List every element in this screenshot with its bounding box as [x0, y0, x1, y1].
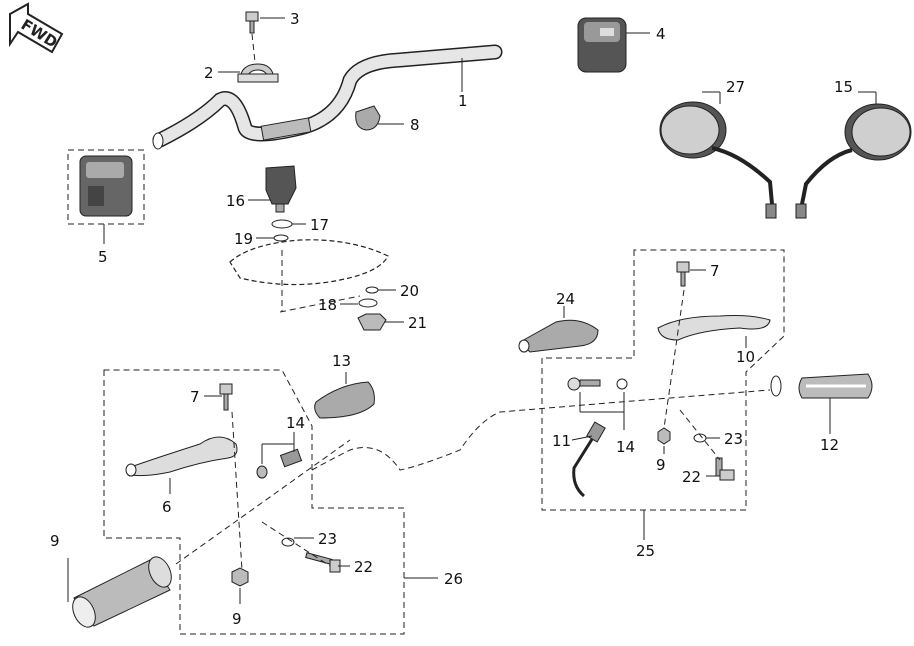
- left-lever-part: [125, 436, 238, 477]
- cable-clip-part: [355, 105, 381, 131]
- callout-3: 3: [290, 10, 300, 28]
- right-grip-part: [770, 373, 873, 399]
- callout-9-left: 9: [50, 532, 60, 550]
- bar-mount-part: [265, 165, 297, 213]
- callout-12: 12: [820, 436, 839, 454]
- left-pivot-bolt-part: [219, 383, 233, 411]
- adjuster-part: [256, 448, 303, 479]
- callout-23-right: 23: [724, 430, 743, 448]
- callout-25: 25: [636, 542, 655, 560]
- callout-15: 15: [834, 78, 853, 96]
- handlebar-part: [152, 44, 503, 150]
- left-mirror-part: [659, 101, 777, 219]
- right-nut-part: [657, 427, 671, 445]
- throttle-part: [518, 319, 599, 353]
- left-nut-part: [231, 567, 249, 587]
- callout-14-left: 14: [286, 414, 305, 432]
- leader-lines: [67, 17, 877, 604]
- clamp-part: [237, 63, 279, 83]
- callout-23-left: 23: [318, 530, 337, 548]
- callout-5: 5: [98, 248, 108, 266]
- callout-8: 8: [410, 116, 420, 134]
- right-screw-part: [715, 457, 735, 481]
- callout-6: 6: [162, 498, 172, 516]
- callout-20: 20: [400, 282, 419, 300]
- callout-7-right: 7: [710, 262, 720, 280]
- brake-reservoir-part: [314, 381, 375, 419]
- callout-27: 27: [726, 78, 745, 96]
- bolt-part: [245, 11, 259, 34]
- callout-24: 24: [556, 290, 575, 308]
- nut-part: [357, 286, 387, 331]
- callout-11: 11: [552, 432, 571, 450]
- callout-19: 19: [234, 230, 253, 248]
- callout-4: 4: [656, 25, 666, 43]
- callout-7-left: 7: [190, 388, 200, 406]
- left-switch-part: [79, 155, 133, 217]
- fwd-arrow-icon: FWD: [9, 2, 64, 54]
- washer-part: [271, 219, 293, 242]
- right-switch-part: [577, 17, 627, 73]
- callout-22-left: 22: [354, 558, 373, 576]
- callout-9-bottom: 9: [232, 610, 242, 628]
- left-grip-part: [72, 556, 172, 628]
- callout-26: 26: [444, 570, 463, 588]
- right-lever-part: [657, 315, 771, 341]
- right-pivot-bolt-part: [676, 261, 690, 287]
- throttle-cable-part: [572, 421, 606, 498]
- callout-10: 10: [736, 348, 755, 366]
- cable-screw-part: [567, 377, 628, 391]
- right-mirror-part: [795, 103, 912, 219]
- callout-1: 1: [458, 92, 468, 110]
- callout-16: 16: [226, 192, 245, 210]
- callout-18: 18: [318, 296, 337, 314]
- callout-9-right: 9: [656, 456, 666, 474]
- callout-21: 21: [408, 314, 427, 332]
- callout-17: 17: [310, 216, 329, 234]
- callout-labels: 3 2 1 4 8 5 16 17 19 20 18 21 27 15 7 6 …: [50, 10, 853, 628]
- callout-2: 2: [204, 64, 214, 82]
- left-washer-part: [281, 537, 295, 547]
- callout-13: 13: [332, 352, 351, 370]
- left-screw-part: [305, 552, 341, 573]
- callout-14-right: 14: [616, 438, 635, 456]
- callout-22-right: 22: [682, 468, 701, 486]
